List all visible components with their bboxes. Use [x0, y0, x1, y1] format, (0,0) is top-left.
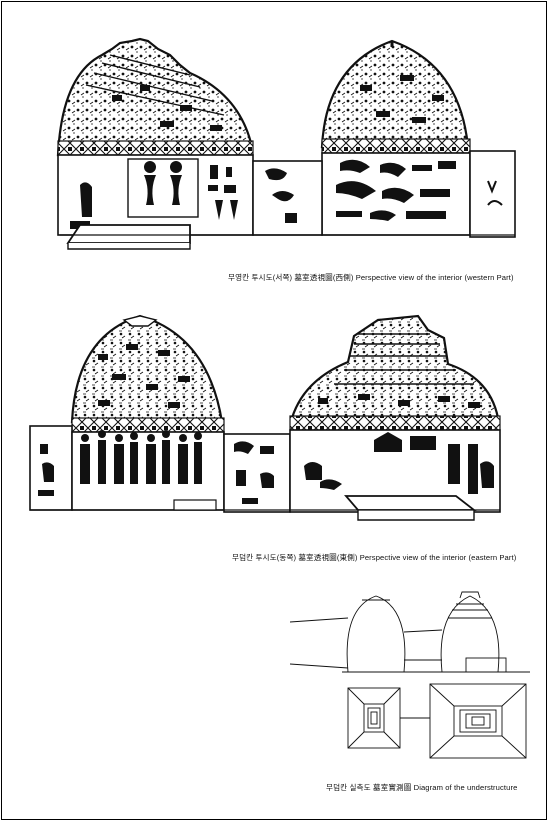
eastern-interior-drawing	[29, 314, 501, 521]
figure-understructure	[290, 590, 530, 770]
figure-caption-western: 무영칸 투시도(서쪽) 墓室透視圖(西側) Perspective view o…	[228, 273, 514, 282]
figure-eastern-interior	[28, 314, 523, 524]
western-interior-drawing	[56, 37, 516, 250]
figure-western-interior	[40, 35, 530, 267]
understructure-drawing	[290, 591, 530, 759]
figure-caption-understructure: 무덤칸 실측도 墓室實測圖 Diagram of the understruct…	[326, 783, 518, 792]
figure-caption-eastern: 무덤칸 투시도(동쪽) 墓室透視圖(東側) Perspective view o…	[232, 553, 517, 562]
